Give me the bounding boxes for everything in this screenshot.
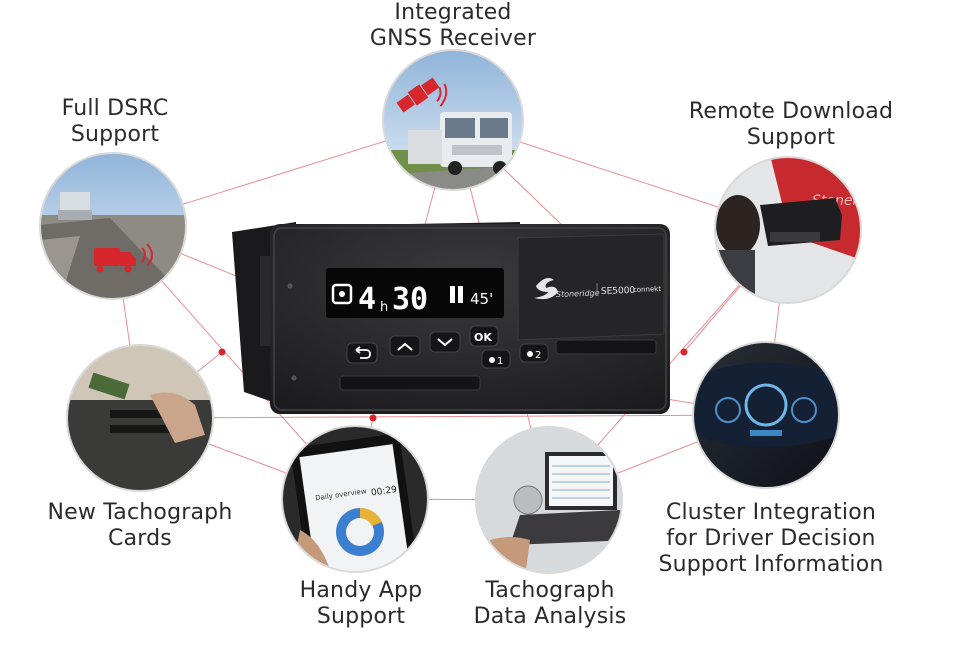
label-cards: New Tachograph Cards xyxy=(40,500,240,552)
label-cluster-line-3: Support Information xyxy=(658,552,884,577)
ok-button-label: OK xyxy=(474,331,492,344)
label-analysis: Tachograph Data Analysis xyxy=(462,578,638,630)
label-cluster: Cluster Integration for Driver Decision … xyxy=(645,500,897,578)
label-analysis-line-2: Data Analysis xyxy=(473,604,627,629)
tachograph-device: 4 h 30 45' OK 1 xyxy=(232,222,670,414)
slot2-button[interactable]: 2 xyxy=(519,343,549,363)
app-photo: Daily overview 00:29 xyxy=(282,426,428,572)
brand-name: Stoneridge xyxy=(556,288,600,299)
stoneridge-logo-icon xyxy=(534,278,558,300)
model-suffix: connekt xyxy=(633,285,662,294)
remote-ring xyxy=(714,156,862,304)
display-minutes: 30 xyxy=(392,282,428,317)
label-app-line-2: Support xyxy=(316,604,406,629)
display-h: h xyxy=(380,300,388,315)
label-dsrc: Full DSRC Support xyxy=(30,96,200,148)
label-remote: Remote Download Support xyxy=(680,99,902,151)
label-cluster-line-2: for Driver Decision xyxy=(666,526,876,551)
label-dsrc-line-2: Support xyxy=(70,122,160,147)
dsrc-ring xyxy=(39,152,187,300)
device-display xyxy=(326,268,504,318)
label-remote-line-1: Remote Download xyxy=(688,99,894,124)
label-cards-line-2: Cards xyxy=(108,526,172,551)
label-dsrc-line-1: Full DSRC xyxy=(61,96,169,121)
slot1-button[interactable]: 1 xyxy=(481,349,511,369)
label-remote-line-2: Support xyxy=(746,125,836,150)
card-slot-1[interactable] xyxy=(339,375,481,391)
label-gnss: Integrated GNSS Receiver xyxy=(350,0,556,52)
label-app-line-1: Handy App xyxy=(299,578,423,603)
model-name: SE5000 xyxy=(601,286,636,297)
display-hours: 4 xyxy=(358,282,376,317)
slot1-label: 1 xyxy=(497,356,503,367)
label-cards-line-1: New Tachograph xyxy=(47,500,233,525)
gnss-ring xyxy=(382,49,524,191)
card-slot-2[interactable] xyxy=(555,339,657,355)
app-ring xyxy=(281,425,429,573)
slot2-label: 2 xyxy=(535,350,541,361)
label-app: Handy App Support xyxy=(290,578,432,630)
display-rest: 45' xyxy=(470,290,493,308)
ok-button[interactable]: OK xyxy=(469,325,499,347)
label-cluster-line-1: Cluster Integration xyxy=(665,500,877,525)
cluster-ring xyxy=(692,341,840,489)
label-gnss-line-2: GNSS Receiver xyxy=(369,26,537,51)
cards-ring xyxy=(66,344,214,492)
app-screen-time: 00:29 xyxy=(370,485,397,499)
label-analysis-line-1: Tachograph xyxy=(485,578,615,603)
truck-signal-icon xyxy=(94,243,153,273)
printer-drawer[interactable] xyxy=(517,233,665,341)
analysis-ring xyxy=(475,426,623,574)
cards-photo xyxy=(67,345,213,491)
remote-download-photo: Stoneridge xyxy=(715,157,861,303)
satellite-icon xyxy=(396,77,448,113)
cluster-photo xyxy=(693,342,839,488)
up-button[interactable] xyxy=(389,335,421,357)
display-pause-icon xyxy=(450,286,463,303)
down-button[interactable] xyxy=(429,331,461,353)
label-gnss-line-1: Integrated xyxy=(394,0,512,25)
back-button[interactable] xyxy=(346,342,378,364)
display-clock-icon xyxy=(331,283,353,305)
